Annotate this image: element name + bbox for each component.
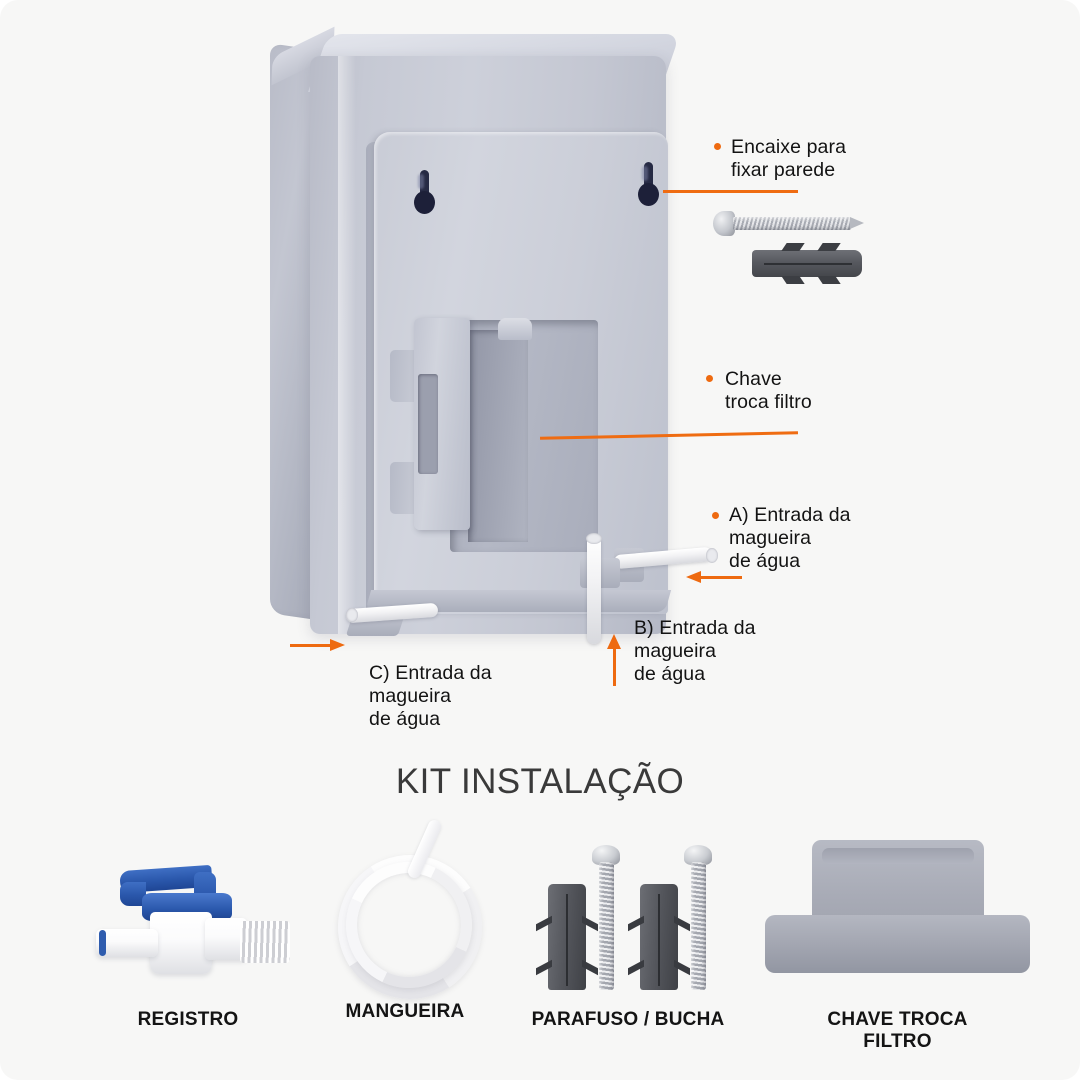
arrow-head [607,634,621,649]
valve-left-fitting [96,929,158,957]
screw-head-icon [713,211,735,236]
arrow-head [686,571,701,583]
callout-label-entrada-c: C) Entrada da magueira de água [369,662,492,730]
arrow-shaft [290,644,332,647]
filter-key-tab-top [390,350,418,402]
screw-head-icon [684,845,712,865]
wall-mount-keyhole-left [414,170,435,214]
valve-handle-grip [120,882,146,906]
screw-tip-icon [850,217,864,229]
leader-line-encaixe [663,190,798,193]
unit-body-highlight [338,56,356,634]
anchor-fin [817,276,841,284]
filter-key-cavity-well [468,330,528,542]
kit-caption-chave-troca-filtro: CHAVE TROCA FILTRO [827,1009,968,1052]
valve-left-oring [99,930,106,956]
keyhole-gloss [642,166,648,181]
kit-caption-mangueira: MANGUEIRA [345,1001,465,1022]
filter-wrench-head-rim [822,848,974,864]
keyhole-round [414,191,435,214]
keyhole-stem [644,162,653,186]
arrow-head [330,639,345,651]
product-illustration [262,26,718,670]
arrow-shaft [613,648,616,686]
wall-mount-keyhole-right [638,162,659,206]
hose-a-cap [706,548,718,563]
anchor-split-line [658,894,660,986]
filter-wrench-base [765,915,1030,973]
keyhole-round [638,183,659,206]
callout-bullet-encaixe [714,143,721,150]
keyhole-stem [420,170,429,194]
filter-key-tab-bottom [390,462,418,514]
screw-head-icon [592,845,620,865]
screw-shaft-icon [733,217,851,230]
arrow-shaft [700,576,742,579]
anchor-fin [781,276,805,284]
water-hose-inlet-b [587,536,601,644]
filter-key-slot [418,374,438,474]
anchor-split-line [566,894,568,986]
callout-label-entrada-b: B) Entrada da magueira de água [634,617,756,685]
keyhole-gloss [418,174,424,189]
hose-c-cap [346,608,358,622]
callout-bullet-chave [706,375,713,382]
cavity-nozzle [498,318,532,340]
callout-bullet-entrada-a [712,512,719,519]
kit-section-title: KIT INSTALAÇÃO [395,762,685,801]
kit-caption-parafuso-bucha: PARAFUSO / BUCHA [531,1009,725,1030]
callout-label-encaixe: Encaixe para fixar parede [731,136,847,181]
valve-body-icon [150,912,212,974]
anchor-split-line [764,263,852,265]
callout-label-chave: Chave troca filtro [725,368,812,413]
screw-shaft-icon [691,862,706,990]
kit-caption-registro: REGISTRO [137,1009,239,1030]
callout-label-entrada-a: A) Entrada da magueira de água [729,504,851,572]
valve-thread-icon [240,921,290,963]
hose-b-cap [586,533,602,544]
screw-shaft-icon [599,862,614,990]
